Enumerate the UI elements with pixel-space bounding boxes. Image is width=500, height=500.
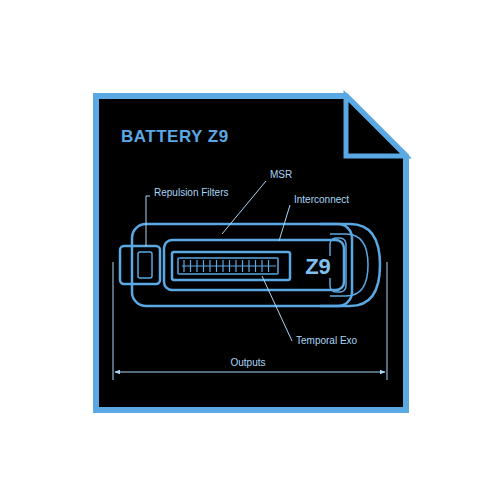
dimension-label: Outputs (228, 357, 267, 369)
part-label: MSR (268, 169, 294, 181)
model-mark: Z9 (304, 256, 332, 278)
part-label: Repulsion Filters (152, 187, 230, 199)
part-label: Temporal Exo (294, 335, 359, 347)
diagram-title: BATTERY Z9 (121, 128, 229, 145)
part-label: Interconnect (292, 194, 351, 206)
